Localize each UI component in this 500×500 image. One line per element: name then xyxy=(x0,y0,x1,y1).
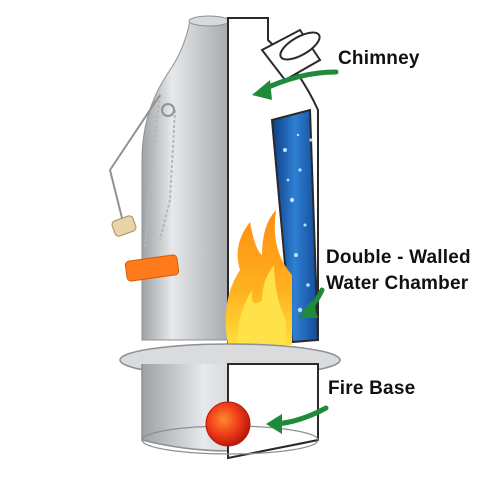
kettle-steel-half xyxy=(141,15,230,341)
fire-base-label: Fire Base xyxy=(328,378,416,399)
water-chamber-label-line1: Double - Walled xyxy=(326,247,471,268)
fire-flames xyxy=(225,210,292,345)
chain-handle xyxy=(108,94,176,251)
chimney-label: Chimney xyxy=(338,48,420,69)
water-chamber-arrow-head xyxy=(298,300,318,318)
water-bubbles xyxy=(283,133,313,313)
fire-base-arrow-head xyxy=(266,414,282,434)
orange-grip xyxy=(124,254,180,282)
chimney-cap xyxy=(260,28,322,82)
water-chamber-label-line2: Water Chamber xyxy=(326,273,469,294)
fire-glow-ball xyxy=(205,401,251,447)
chimney-arrow-head xyxy=(252,80,272,100)
